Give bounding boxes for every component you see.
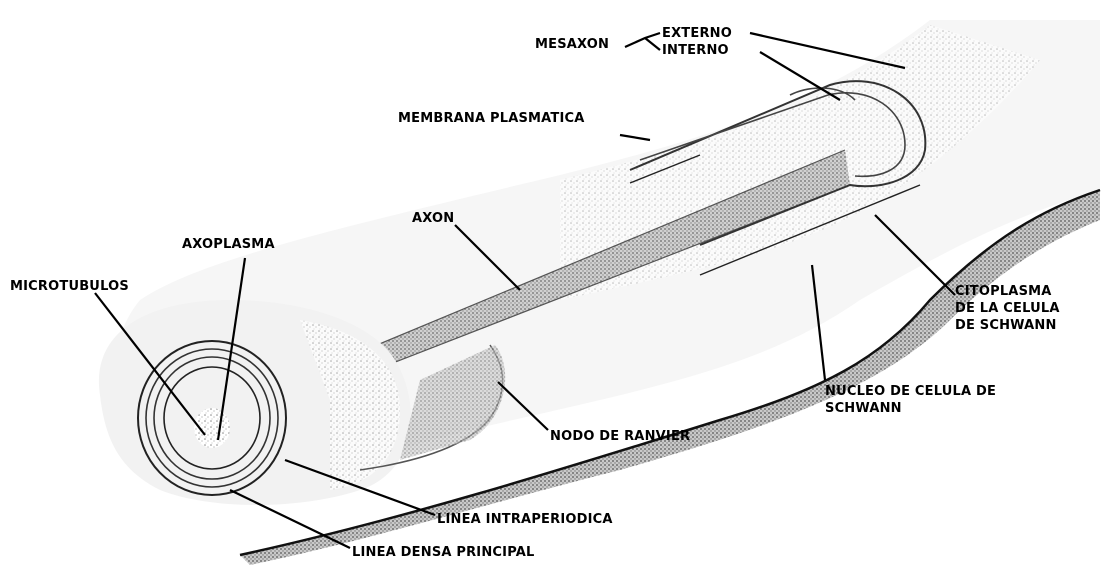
label-microtubulos: MICROTUBULOS bbox=[10, 278, 129, 295]
leader-interno bbox=[760, 52, 840, 100]
label-mesaxon: MESAXON bbox=[535, 36, 609, 53]
label-nucleo: NUCLEO DE CELULA DE SCHWANN bbox=[825, 383, 996, 417]
label-membrana-plasmatica: MEMBRANA PLASMATICA bbox=[398, 110, 585, 127]
label-citoplasma: CITOPLASMA DE LA CELULA DE SCHWANN bbox=[955, 283, 1060, 334]
leader-membrana bbox=[620, 135, 650, 140]
label-axon: AXON bbox=[412, 210, 454, 227]
leader-externo bbox=[750, 33, 905, 68]
label-linea-intraperiodica: LINEA INTRAPERIODICA bbox=[437, 511, 613, 528]
leader-mesaxon-interno bbox=[645, 38, 660, 50]
label-interno: INTERNO bbox=[662, 42, 729, 59]
label-linea-densa-principal: LINEA DENSA PRINCIPAL bbox=[352, 544, 534, 561]
label-externo: EXTERNO bbox=[662, 25, 732, 42]
label-axoplasma: AXOPLASMA bbox=[182, 236, 275, 253]
label-nodo-de-ranvier: NODO DE RANVIER bbox=[550, 428, 690, 445]
